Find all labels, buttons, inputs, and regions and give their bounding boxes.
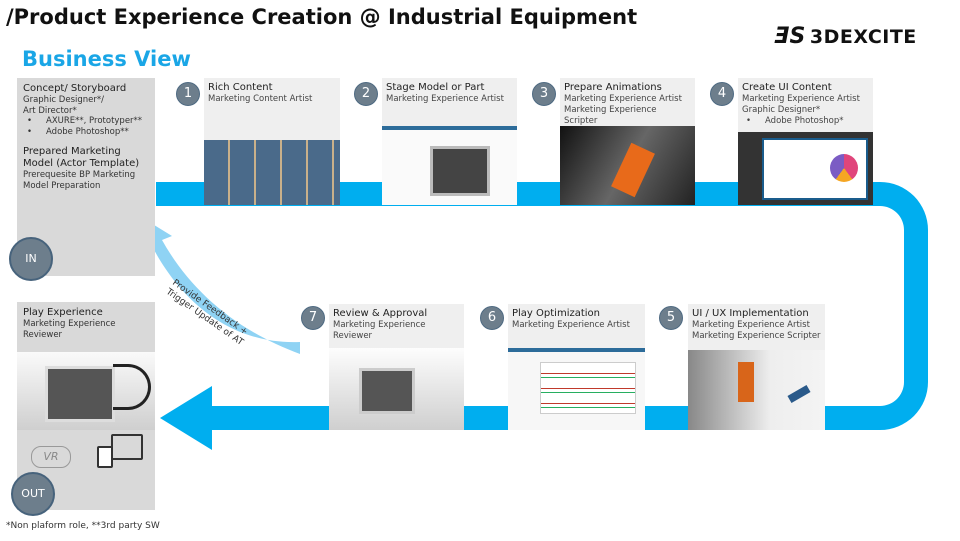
- step-role: Marketing Experience Artist: [692, 320, 810, 330]
- step-card-7: Review & Approval Marketing Experience R…: [329, 304, 464, 430]
- in-role: Graphic Designer*/: [23, 95, 104, 105]
- step-image: [204, 140, 340, 205]
- out-badge: OUT: [11, 472, 55, 516]
- out-image: [17, 352, 155, 430]
- page-title: /Product Experience Creation @ Industria…: [6, 5, 638, 29]
- step-card-5: UI / UX Implementation Marketing Experie…: [688, 304, 825, 430]
- step-title: UI / UX Implementation: [692, 308, 809, 319]
- step-card-3: Prepare Animations Marketing Experience …: [560, 78, 695, 205]
- ds-logo-icon: ƎS: [774, 24, 806, 49]
- step-image: [382, 126, 517, 205]
- step-card-4: Create UI Content Marketing Experience A…: [738, 78, 873, 205]
- step-role: Marketing Content Artist: [208, 94, 313, 104]
- in-note: Prerequesite BP Marketing Model Preparat…: [23, 170, 136, 191]
- monitor-icon: [111, 434, 143, 460]
- step-role: Graphic Designer*: [742, 105, 821, 115]
- step-number: 2: [354, 82, 378, 106]
- step-image: [329, 348, 464, 430]
- step-tool: Adobe Photoshop*: [742, 116, 869, 127]
- step-image: [560, 126, 695, 205]
- step-role: Marketing Experience Reviewer: [333, 320, 426, 341]
- step-title: Create UI Content: [742, 82, 832, 93]
- step-number: 4: [710, 82, 734, 106]
- step-number: 3: [532, 82, 556, 106]
- step-number: 1: [176, 82, 200, 106]
- step-title: Play Optimization: [512, 308, 601, 319]
- step-number: 7: [301, 306, 325, 330]
- step-image: [508, 348, 645, 430]
- step-role: Marketing Experience Artist: [386, 94, 504, 104]
- in-heading: Concept/ Storyboard: [23, 83, 127, 94]
- in-heading2: Prepared Marketing Model (Actor Template…: [23, 146, 140, 169]
- step-number: 5: [659, 306, 683, 330]
- out-box: Play Experience Marketing Experience Rev…: [17, 302, 155, 510]
- in-badge: IN: [9, 237, 53, 281]
- step-image: [738, 132, 873, 205]
- step-number: 6: [480, 306, 504, 330]
- page-subtitle: Business View: [22, 47, 191, 71]
- tablet-icon: [97, 446, 113, 468]
- footnote: *Non plaform role, **3rd party SW: [6, 521, 160, 531]
- step-title: Review & Approval: [333, 308, 428, 319]
- step-role: Marketing Experience Artist: [742, 94, 860, 104]
- step-role: Marketing Experience Scripter: [564, 105, 657, 126]
- step-image: [688, 350, 825, 430]
- out-heading: Play Experience: [23, 307, 103, 318]
- in-role: Art Director*: [23, 105, 77, 116]
- step-card-6: Play Optimization Marketing Experience A…: [508, 304, 645, 430]
- vr-headset-icon: VR: [31, 446, 71, 468]
- step-card-2: Stage Model or Part Marketing Experience…: [382, 78, 517, 205]
- step-role: Marketing Experience Artist: [512, 320, 630, 330]
- in-tool: AXURE**, Prototyper**: [23, 116, 149, 127]
- step-title: Stage Model or Part: [386, 82, 485, 93]
- step-card-1: Rich Content Marketing Content Artist: [204, 78, 340, 205]
- step-title: Prepare Animations: [564, 82, 662, 93]
- step-role: Marketing Experience Scripter: [692, 331, 821, 341]
- logo-text: 3DEXCITE: [809, 26, 917, 48]
- in-tool: Adobe Photoshop**: [23, 127, 149, 138]
- out-role: Marketing Experience Reviewer: [23, 319, 116, 340]
- step-role: Marketing Experience Artist: [564, 94, 682, 104]
- step-title: Rich Content: [208, 82, 273, 93]
